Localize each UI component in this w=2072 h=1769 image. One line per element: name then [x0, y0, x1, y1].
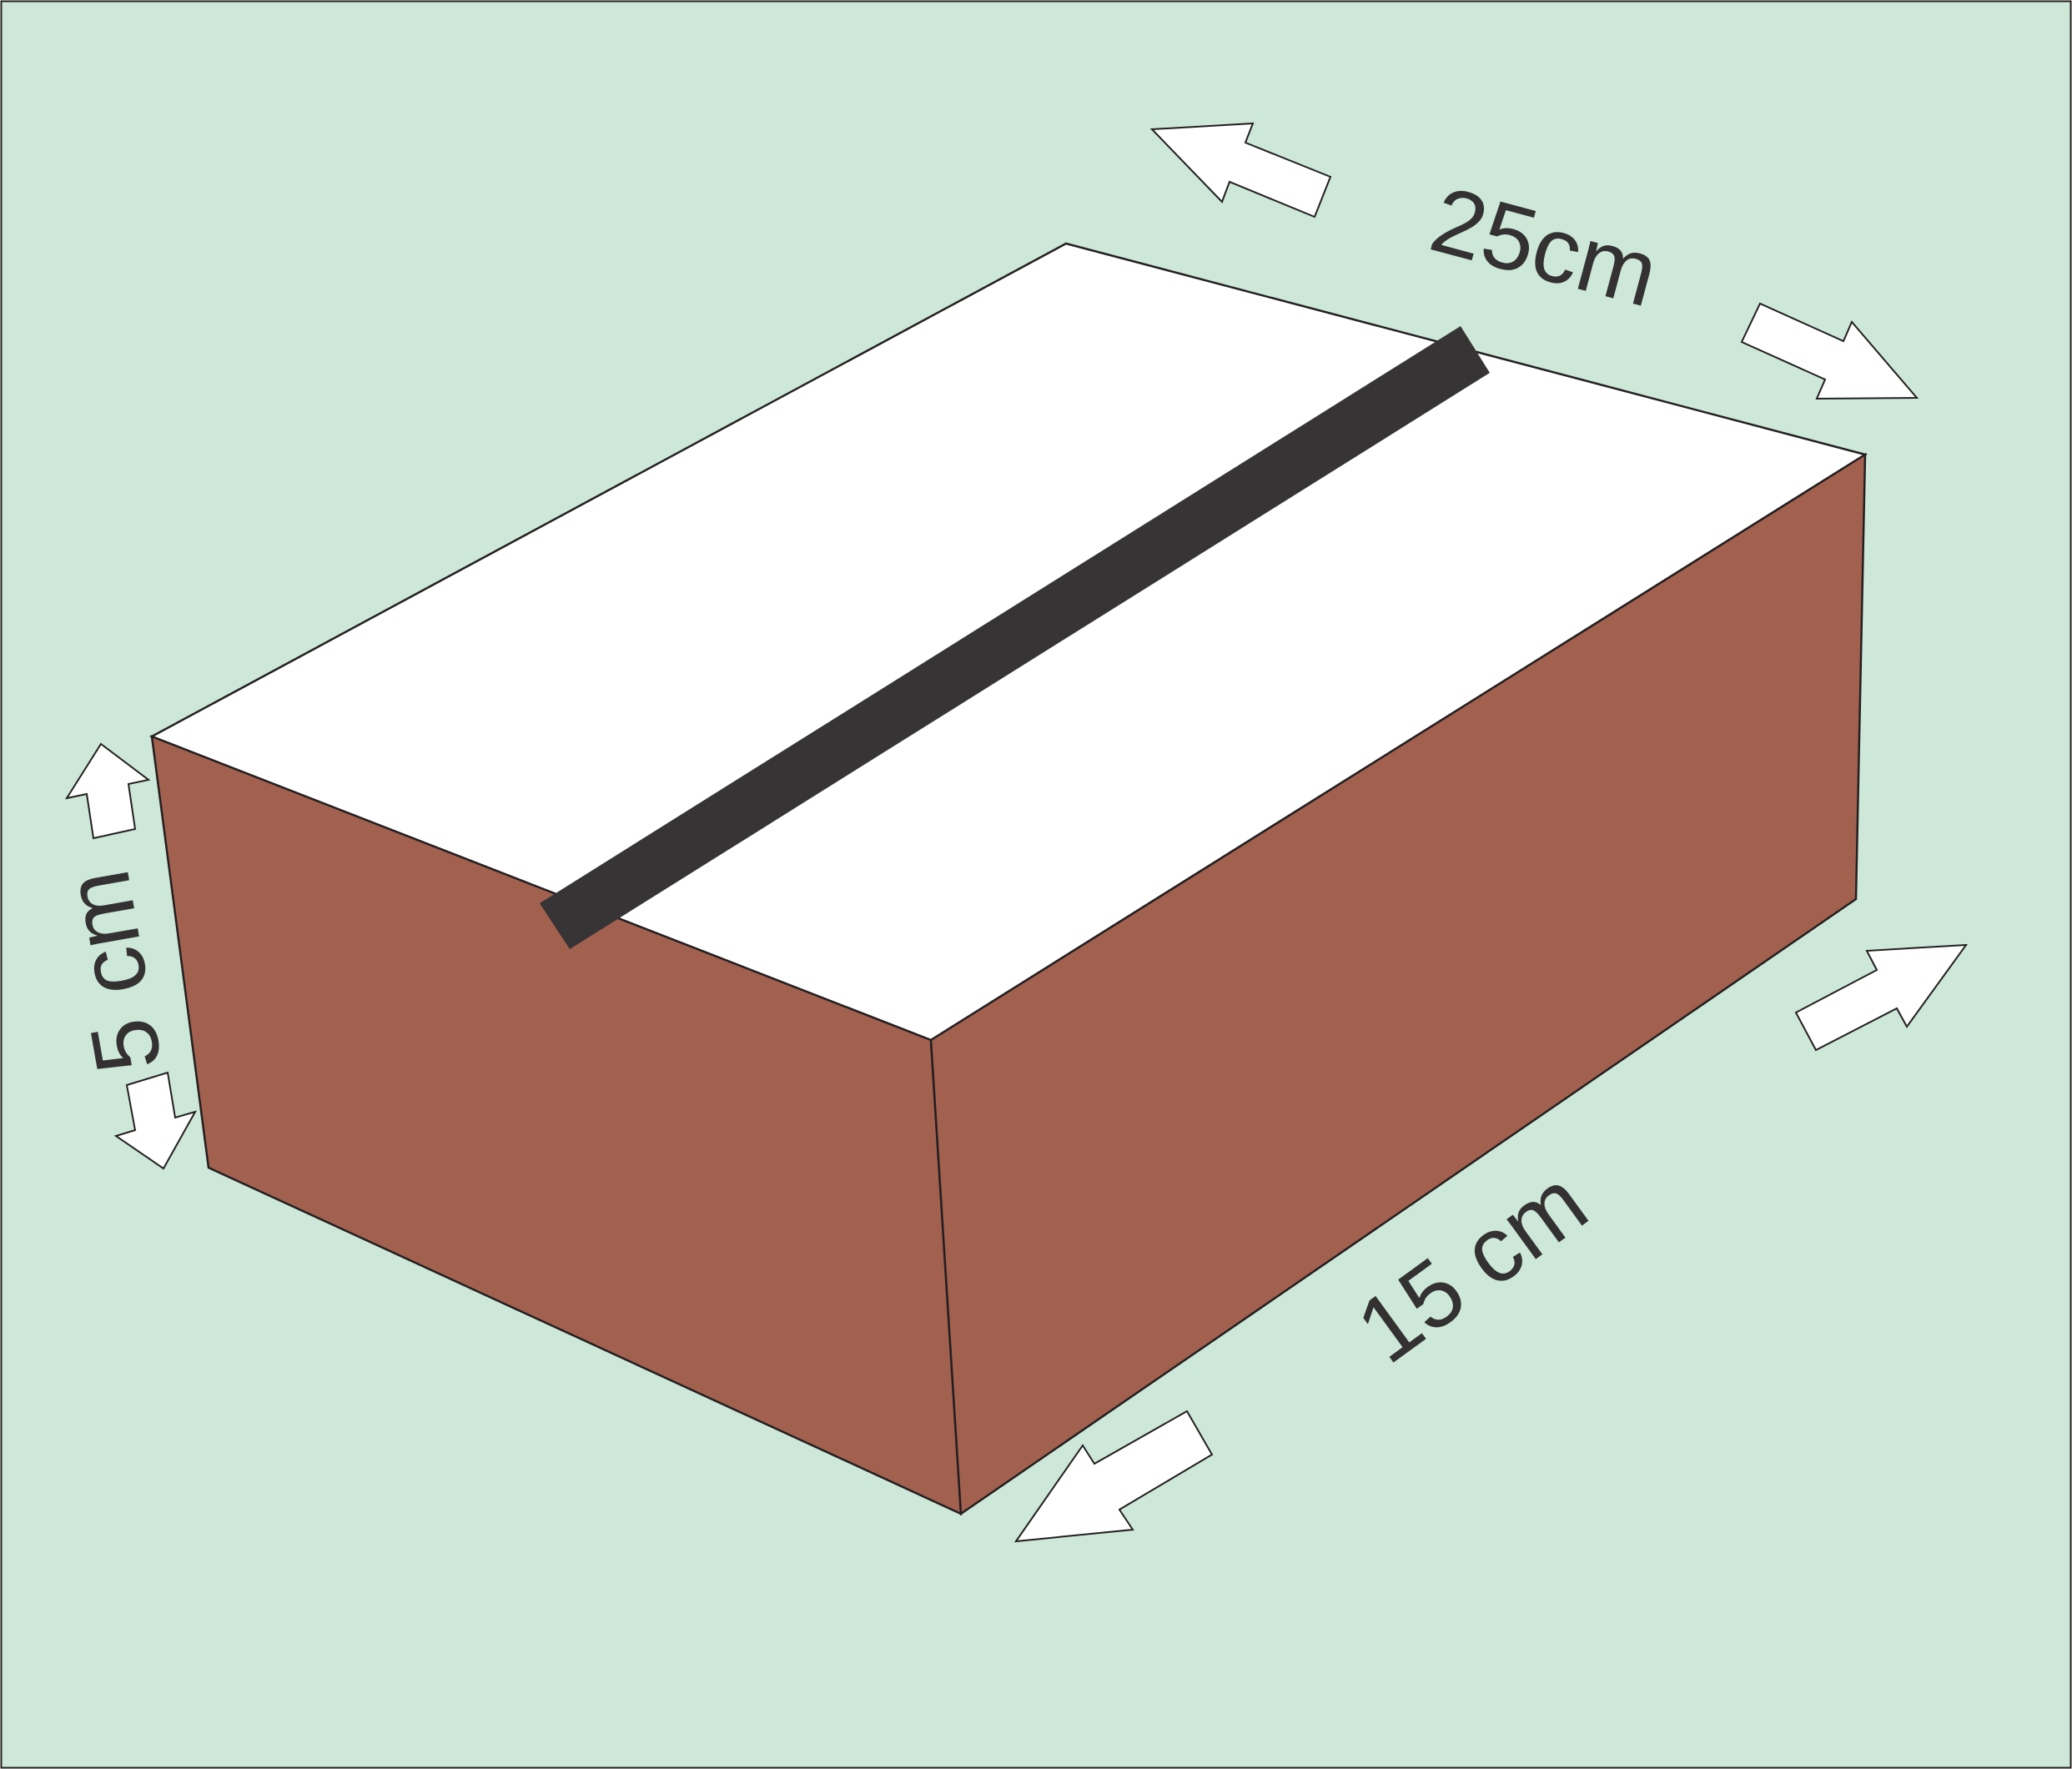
height-arrow-up-icon	[64, 742, 151, 840]
box-right-face	[929, 452, 1867, 1516]
height-arrow-down-icon	[113, 1071, 198, 1170]
width-arrow-right-icon	[1794, 943, 1969, 1052]
tape-strip	[540, 326, 1490, 949]
length-arrow-right-icon	[1740, 302, 1919, 400]
length-arrow-left-icon	[1149, 122, 1332, 219]
width-arrow-left-icon	[1013, 1410, 1214, 1543]
